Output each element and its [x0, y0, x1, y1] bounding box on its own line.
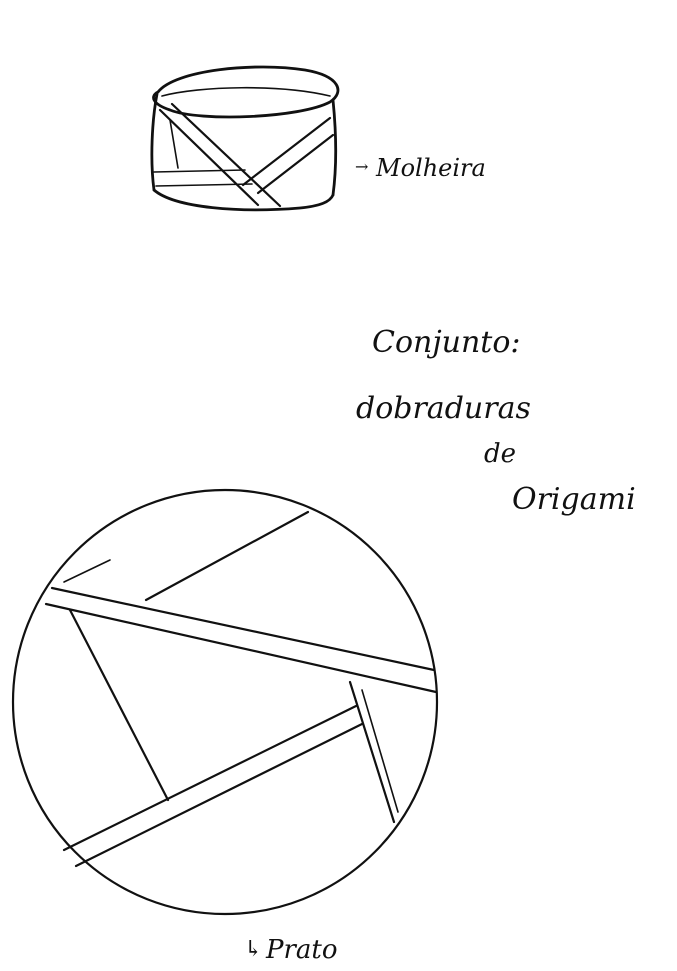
plate-drawing [13, 490, 437, 914]
bowl-label-arrow: → [355, 157, 368, 176]
plate-label: Prato [265, 935, 338, 965]
bowl-drawing [152, 67, 338, 210]
bowl-bottom [154, 190, 333, 210]
plate-rim [13, 490, 437, 914]
plate-label-arrow: ↳ [244, 937, 262, 962]
bowl-label: Molheira [375, 154, 486, 182]
bowl-left-side [152, 94, 157, 190]
bowl-right-side [333, 100, 336, 195]
note-title: Conjunto: [372, 325, 521, 360]
note-line-origami: Origami [512, 482, 636, 517]
note-line-dobraduras: dobraduras [356, 391, 531, 426]
note-line-de: de [484, 439, 516, 469]
